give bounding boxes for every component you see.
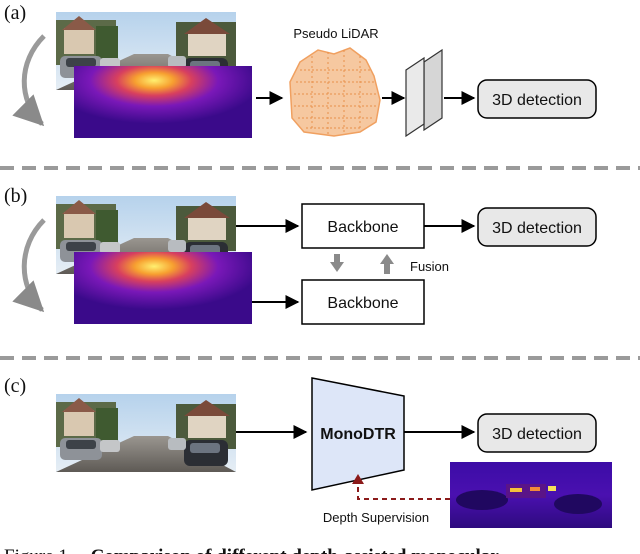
panel-b-detection-label: 3D detection [492,220,582,237]
panel-c-detection-label: 3D detection [492,426,582,443]
fusion-arrow-up [380,254,394,274]
panel-a-depth-map [74,66,252,138]
panel-a-detection-box [477,79,597,119]
panel-a-curved-arrow [12,34,46,127]
depth-supervision-label: Depth Supervision [323,510,429,525]
panel-a-network-planes [405,48,443,138]
caption-prefix: Figure 1. [4,546,73,554]
fusion-label: Fusion [410,259,449,274]
pseudo-lidar-pointcloud [289,47,381,137]
backbone-bottom-label: Backbone [327,295,398,312]
caption-text: Comparison of different depth-assisted m… [91,546,500,554]
backbone-bottom-box [301,279,425,325]
depth-supervision-arrowhead [352,474,364,484]
panel-b-detection-box [477,207,597,247]
panel-c-detection-box [477,413,597,453]
panel-a-label: (a) [4,2,26,24]
panel-c-depth-gt-image [450,462,612,528]
panel-b-label: (b) [4,185,27,207]
depth-supervision-line [357,478,450,500]
fusion-arrow-down [330,254,344,272]
figure-caption: Figure 1. Comparison of different depth-a… [4,546,499,554]
backbone-top-label: Backbone [327,219,398,236]
panel-c-rgb-image [56,394,236,472]
panel-b-depth-map [74,252,252,324]
monodtr-block [311,377,405,491]
panel-c-label: (c) [4,375,26,397]
pseudo-lidar-label: Pseudo LiDAR [293,26,378,41]
monodtr-label: MonoDTR [320,426,396,443]
panel-a-detection-label: 3D detection [492,92,582,109]
panel-b-curved-arrow [12,218,46,313]
